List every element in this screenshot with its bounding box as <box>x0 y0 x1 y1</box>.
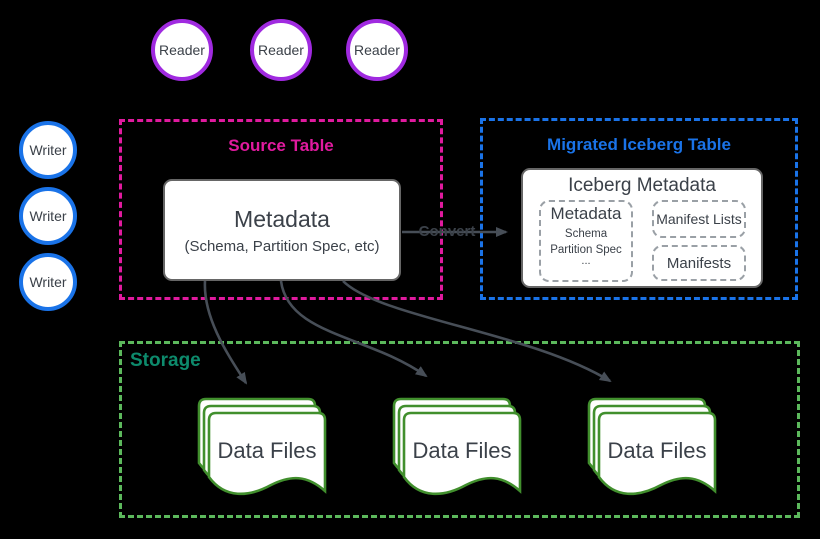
source-table-group: Source Table Metadata (Schema, Partition… <box>119 119 443 300</box>
metadata-title: Metadata <box>234 205 330 232</box>
data-files-stack-2 <box>392 397 522 496</box>
reader-label: Reader <box>159 42 205 58</box>
data-files-label-2: Data Files <box>412 438 512 463</box>
data-files-label-3: Data Files <box>607 438 707 463</box>
metadata-subtitle: (Schema, Partition Spec, etc) <box>184 237 380 255</box>
storage-title: Storage <box>130 350 201 371</box>
iceberg-metadata-card: Iceberg Metadata Metadata Schema Partiti… <box>521 168 763 288</box>
document-icon <box>402 411 522 496</box>
reader-label: Reader <box>258 42 304 58</box>
iceberg-table-title: Migrated Iceberg Table <box>547 135 731 154</box>
iceberg-metadata-title: Iceberg Metadata <box>568 175 716 196</box>
reader-label: Reader <box>354 42 400 58</box>
writer-label: Writer <box>29 142 67 158</box>
writer-label: Writer <box>29 208 67 224</box>
writer-node-1: Writer <box>19 121 77 179</box>
reader-node-1: Reader <box>151 19 213 81</box>
manifests-box: Manifests <box>652 245 746 281</box>
writer-node-3: Writer <box>19 253 77 311</box>
iceberg-metadata-sub-box: Metadata Schema Partition Spec ... <box>539 200 633 282</box>
manifests-label: Manifests <box>666 254 732 272</box>
convert-arrow-label: Convert <box>418 223 476 240</box>
reader-node-2: Reader <box>250 19 312 81</box>
manifest-lists-box: Manifest Lists <box>652 200 746 238</box>
iceberg-table-group: Migrated Iceberg Table Iceberg Metadata … <box>480 118 798 300</box>
data-files-label-1: Data Files <box>217 438 317 463</box>
source-table-title: Source Table <box>228 136 334 155</box>
sub-metadata-schema: Schema <box>564 228 608 240</box>
data-files-stack-3 <box>587 397 717 496</box>
document-icon <box>597 411 717 496</box>
reader-node-3: Reader <box>346 19 408 81</box>
manifest-lists-label: Manifest Lists <box>656 211 742 227</box>
sub-metadata-title: Metadata <box>550 204 622 223</box>
writer-node-2: Writer <box>19 187 77 245</box>
sub-metadata-ellipsis: ... <box>581 255 591 267</box>
sub-metadata-partition-spec: Partition Spec <box>550 244 622 256</box>
writer-label: Writer <box>29 274 67 290</box>
data-files-stack-1 <box>197 397 327 496</box>
source-metadata-card: Metadata (Schema, Partition Spec, etc) <box>163 179 401 281</box>
document-icon <box>207 411 327 496</box>
